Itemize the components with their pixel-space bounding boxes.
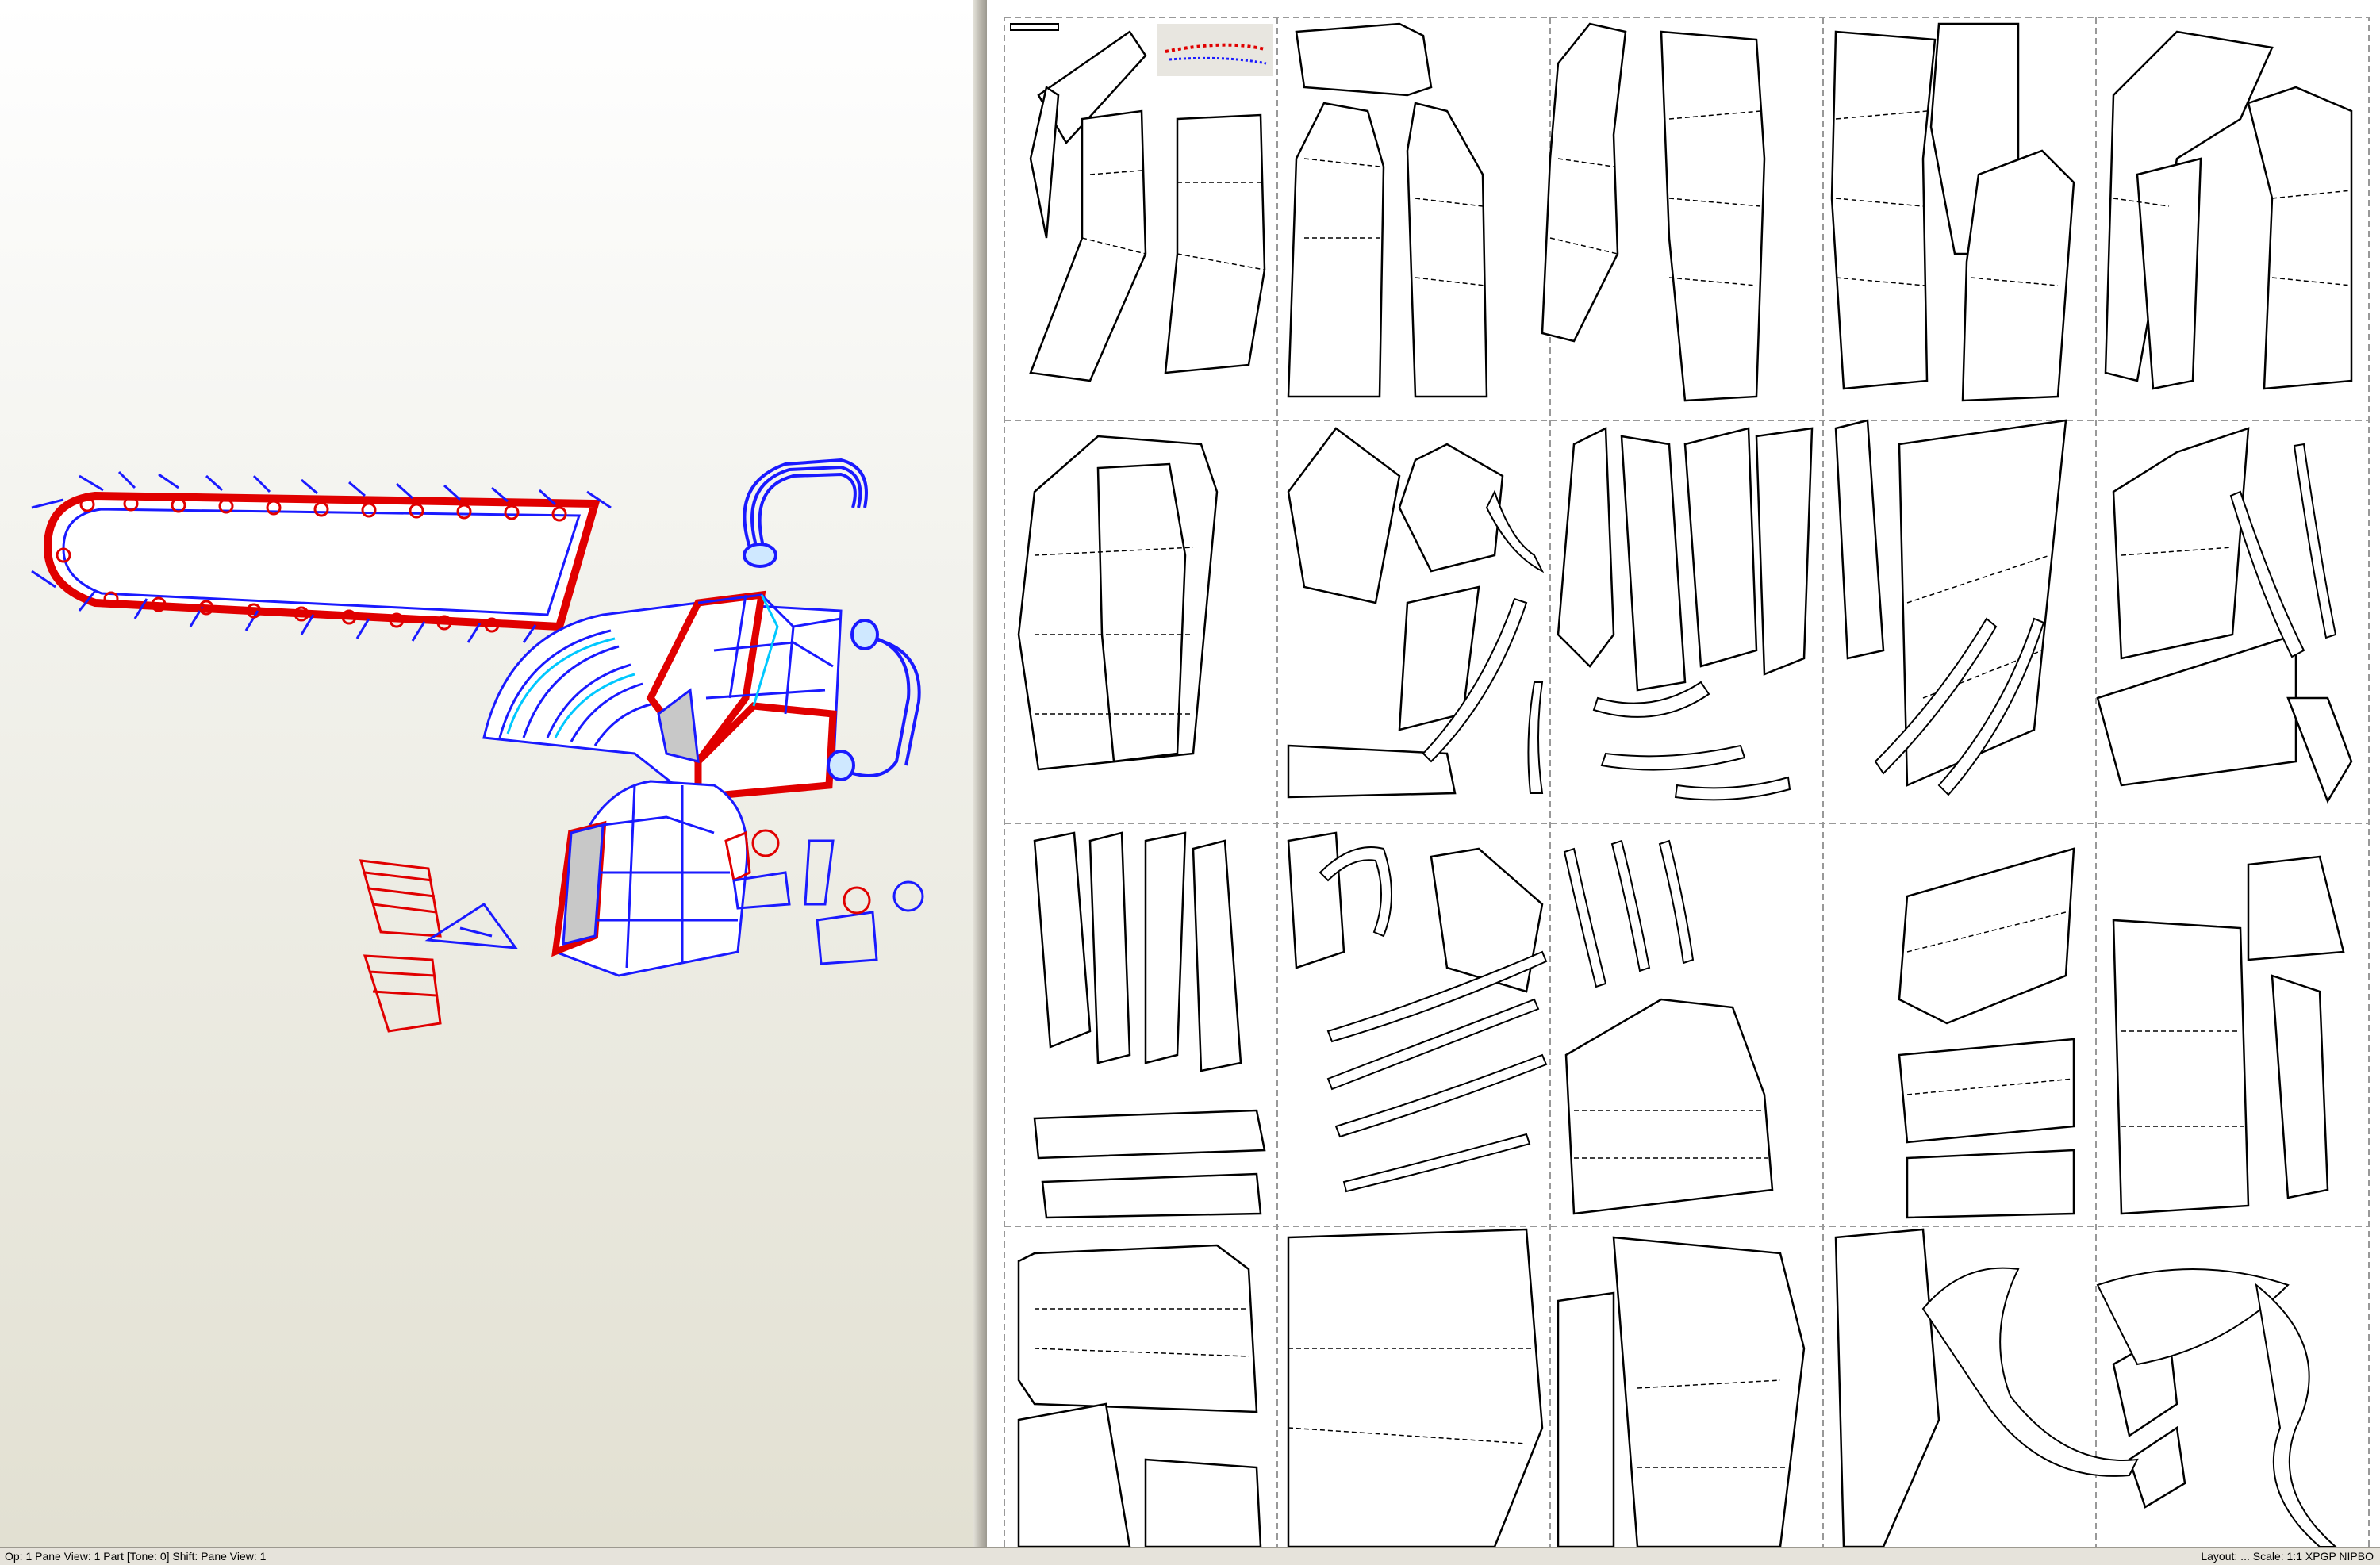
- status-right-text: Layout: ... Scale: 1:1 XPGP NIPBO: [2201, 1550, 2374, 1563]
- top-handle: [743, 458, 868, 568]
- model-canvas[interactable]: [0, 0, 973, 1547]
- view-splitter[interactable]: [973, 0, 987, 1547]
- thumbnail-preview[interactable]: [1157, 24, 1273, 76]
- fold-lines: [1034, 110, 2352, 1468]
- small-parts: [359, 829, 924, 1033]
- 2d-pattern-view[interactable]: [987, 0, 2380, 1547]
- pattern-canvas[interactable]: [987, 0, 2380, 1547]
- chain-teeth-parts: [1319, 443, 2337, 1547]
- engine-body: [482, 590, 843, 801]
- sheet-grid: [1004, 17, 2370, 1547]
- rear-handle: [827, 619, 921, 781]
- chainsaw-bar: [31, 470, 612, 643]
- dome-part: [551, 780, 749, 977]
- status-bar: Op: 1 Pane View: 1 Part [Tone: 0] Shift:…: [0, 1547, 2380, 1565]
- unfolded-parts: [1017, 22, 2353, 1547]
- status-left-text: Op: 1 Pane View: 1 Part [Tone: 0] Shift:…: [5, 1550, 267, 1563]
- scale-bar: [1010, 23, 1059, 31]
- 3d-model-view[interactable]: [0, 0, 973, 1547]
